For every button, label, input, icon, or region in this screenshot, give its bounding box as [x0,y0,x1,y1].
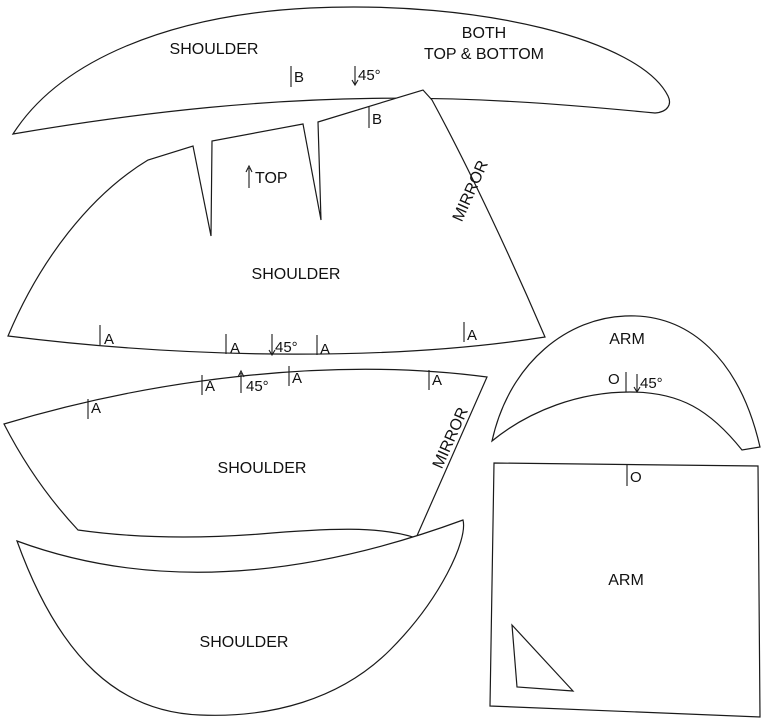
upper-shoulder-top-arrowhead [245,164,253,173]
arm-cap-bias-arrowhead [633,386,641,394]
lower-shoulder-piece: A A 45° A A SHOULDER MIRROR [3,366,488,539]
upper-shoulder-name: SHOULDER [252,266,341,283]
upper-shoulder-bias-label: 45° [275,339,298,356]
top-strip-bias-label: 45° [358,67,381,84]
arm-square-triangle-marker [511,623,575,692]
arm-cap-bias-label: 45° [640,375,663,392]
upper-shoulder-mark-a2: A [230,340,240,357]
arm-square-piece: O ARM [489,462,761,718]
top-strip-mark-b: B [294,69,304,86]
upper-shoulder-piece: B TOP SHOULDER MIRROR A A 45° A A [7,89,546,358]
upper-shoulder-top-label: TOP [255,170,288,187]
lower-shoulder-mark-a4: A [432,372,442,389]
bottom-shoulder-name: SHOULDER [200,634,289,651]
lower-shoulder-bias-label: 45° [246,378,269,395]
top-strip-note-line2: TOP & BOTTOM [424,46,544,63]
lower-shoulder-outline [3,368,488,539]
lower-shoulder-name: SHOULDER [218,460,307,477]
top-strip-piece: SHOULDER BOTH TOP & BOTTOM B 45° [11,6,671,135]
top-strip-name: SHOULDER [170,41,259,58]
lower-shoulder-mark-a3: A [292,370,302,387]
upper-shoulder-mark-a3: A [320,341,330,358]
top-strip-outline [11,6,671,135]
top-strip-bias-arrowhead [351,79,359,87]
arm-square-outline [489,462,761,718]
lower-shoulder-mark-a2: A [205,378,215,395]
upper-shoulder-bias-arrowhead [268,349,276,357]
upper-shoulder-mark-b: B [372,111,382,128]
upper-shoulder-outline [7,89,546,355]
arm-square-name: ARM [608,572,644,589]
lower-shoulder-mark-a1: A [91,400,101,417]
upper-shoulder-mark-a4: A [467,327,477,344]
top-strip-note-line1: BOTH [462,25,506,42]
upper-shoulder-mark-a1: A [104,331,114,348]
arm-cap-mark-o: O [608,371,620,388]
arm-cap-name: ARM [609,331,645,348]
bottom-shoulder-outline [15,519,465,716]
arm-square-mark-o: O [630,469,642,486]
lower-shoulder-bias-arrowhead [237,369,245,378]
bottom-shoulder-piece: SHOULDER [15,519,465,716]
arm-cap-piece: ARM O 45° [491,315,761,451]
